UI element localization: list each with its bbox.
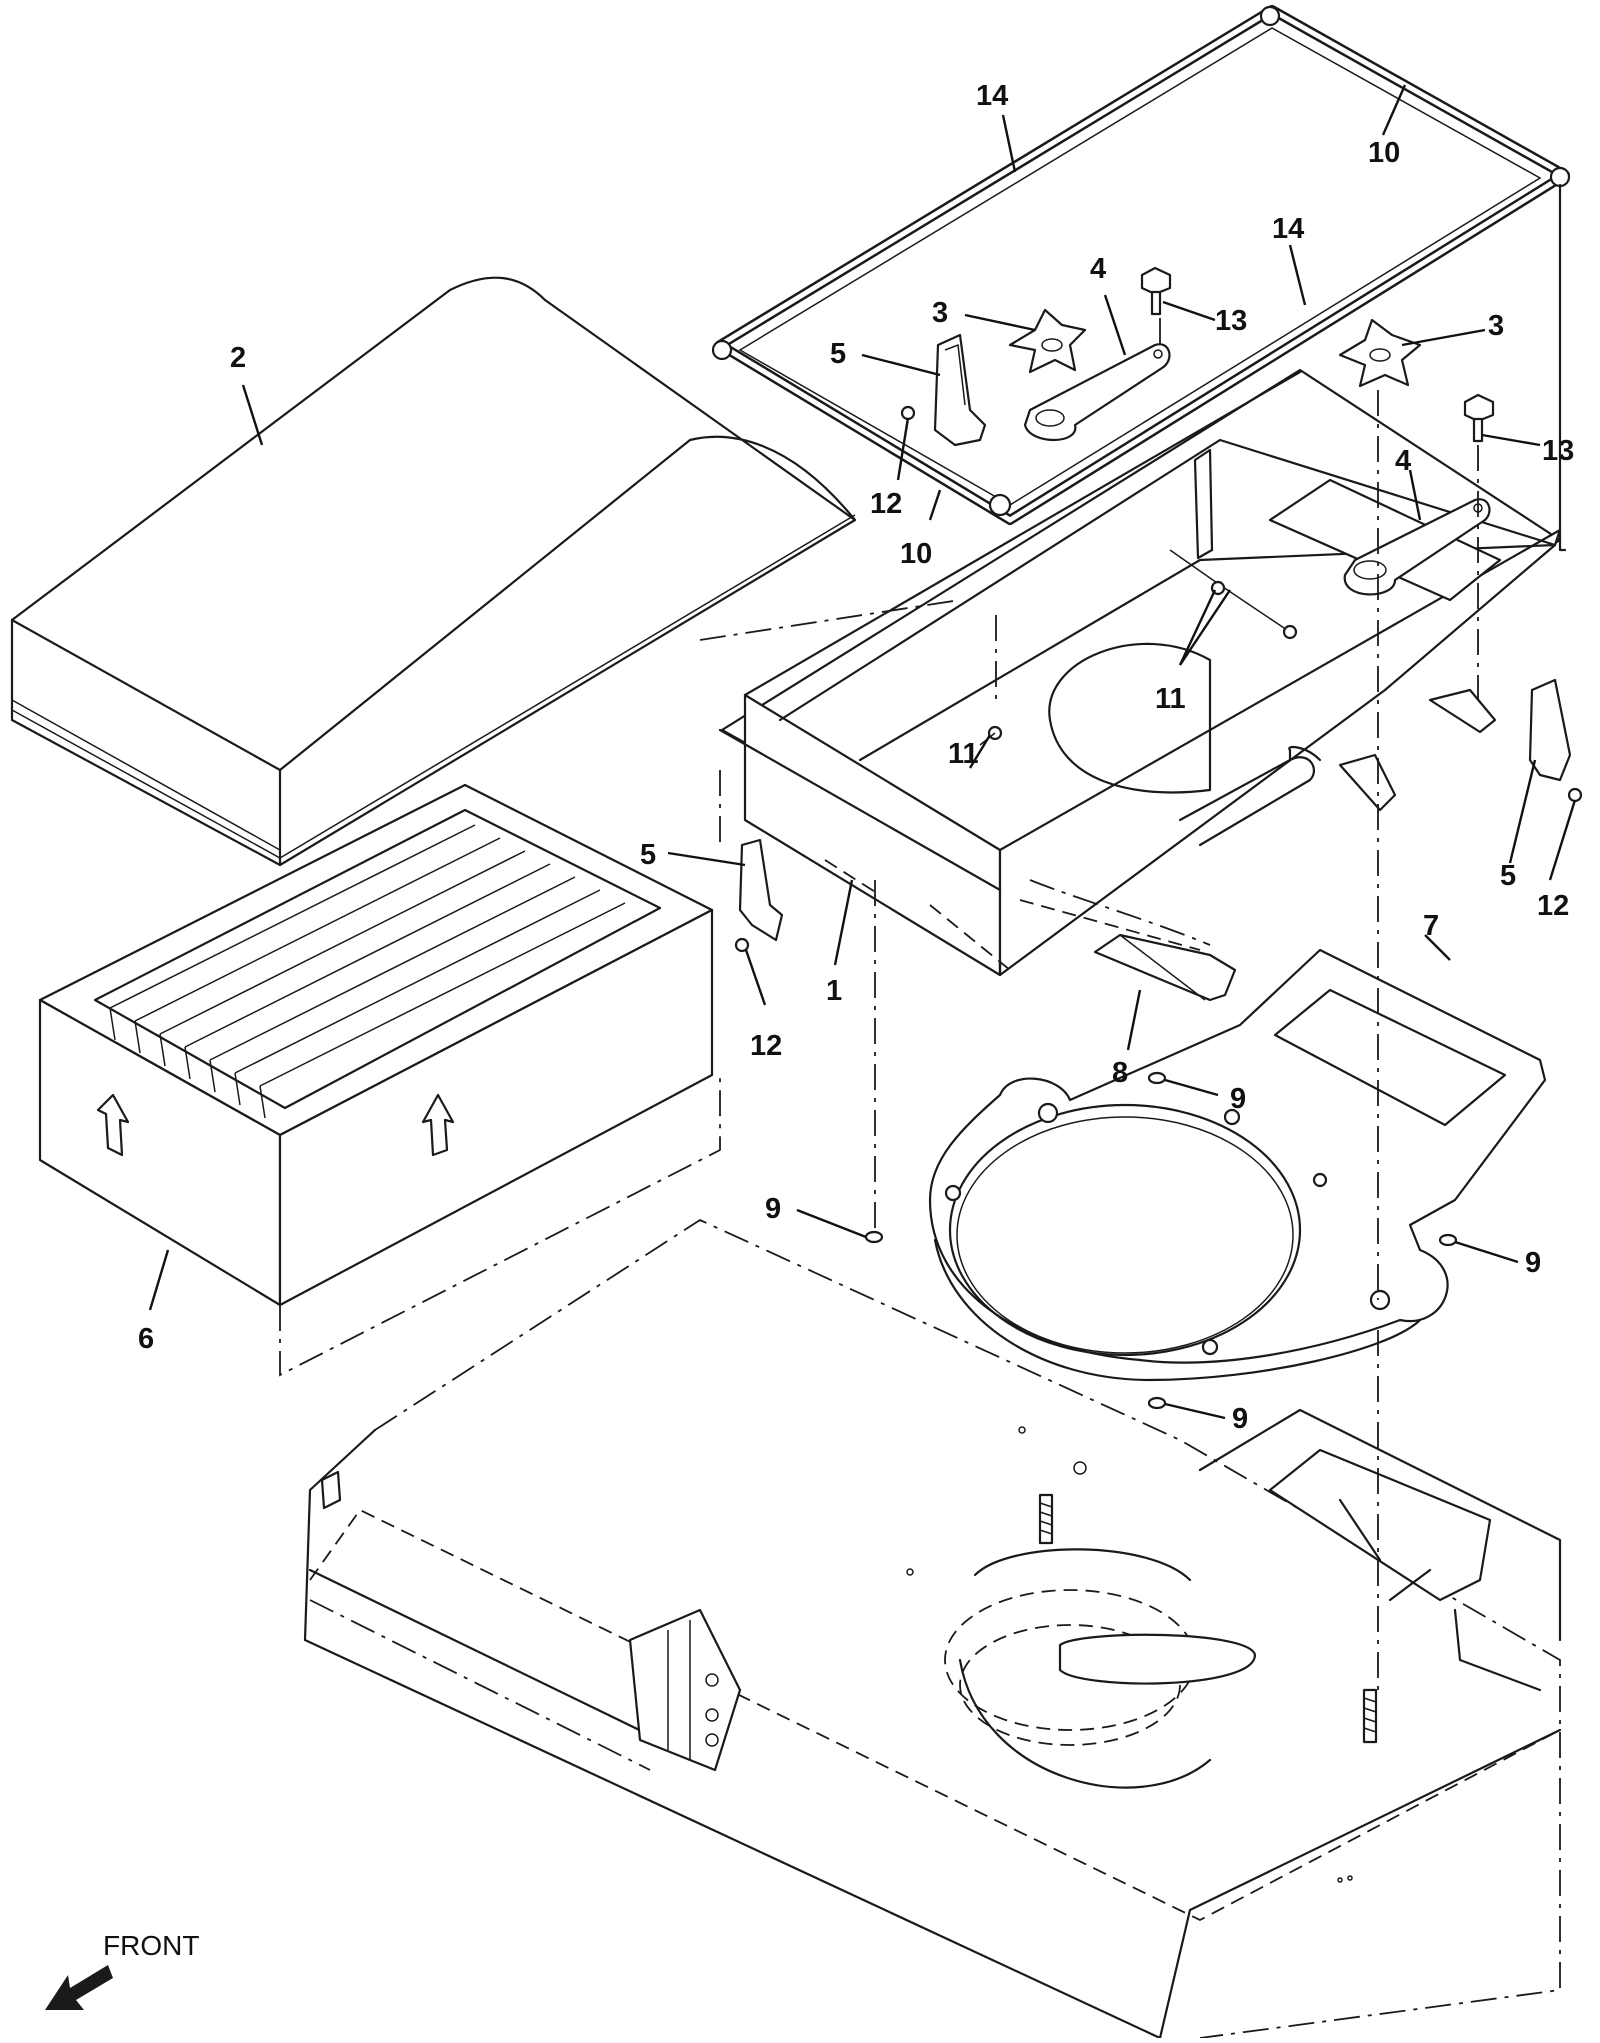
arrow-up-left: [96, 1093, 130, 1157]
callout-numbers: 14 10 14 2 4 3 13 3 5 12 10 13 4 11 11 5…: [138, 80, 1574, 1435]
callout-5-right: 5: [1500, 860, 1516, 892]
bolt-part-13-left: [1140, 266, 1172, 316]
latch-part-5-left: [738, 838, 784, 942]
housing-tray-part-1: [718, 368, 1562, 977]
callout-3-right: 3: [1488, 310, 1504, 342]
screws-part-11: [979, 549, 1298, 746]
callout-5-top: 5: [830, 338, 846, 370]
nuts-part-12: [734, 405, 1583, 953]
callout-12-left: 12: [750, 1030, 782, 1062]
callout-11-center: 11: [1155, 683, 1186, 715]
callout-14-right: 14: [1272, 213, 1304, 245]
callout-2-cover: 2: [230, 342, 246, 374]
callout-9-bottom: 9: [1232, 1403, 1248, 1435]
bar-part-4-left: [1023, 343, 1171, 442]
leader-lines: [148, 84, 1577, 1420]
filter-element-part-6: [38, 783, 721, 1377]
callout-10-left: 10: [900, 538, 932, 570]
knob-part-3-right: [1338, 318, 1422, 388]
callout-13-top: 13: [1215, 305, 1247, 337]
callout-8-decal: 8: [1112, 1057, 1128, 1089]
callout-9-right: 9: [1525, 1247, 1541, 1279]
callout-5-left: 5: [640, 839, 656, 871]
spring-right: [1362, 1688, 1378, 1744]
callout-3-left: 3: [932, 297, 948, 329]
bolt-part-13-right: [1463, 393, 1495, 443]
latch-part-5-top: [933, 333, 987, 447]
callout-10-top-right: 10: [1368, 137, 1400, 169]
callout-4-left: 4: [1090, 253, 1106, 285]
callout-4-right: 4: [1395, 445, 1411, 477]
plugs-part-9: [864, 1071, 1458, 1410]
front-label: FRONT: [103, 1930, 199, 1961]
bar-part-4-right: [1343, 498, 1491, 596]
callout-9-left: 9: [765, 1193, 781, 1225]
callout-13-right: 13: [1542, 435, 1574, 467]
assembly-centerlines: [699, 318, 1479, 1690]
callout-12-right: 12: [1537, 890, 1569, 922]
latch-part-5-right: [1528, 678, 1572, 782]
callout-12-top: 12: [870, 488, 902, 520]
callout-7-gasket: 7: [1423, 910, 1439, 942]
lid-frame-parts-14-10: [711, 5, 1571, 552]
callout-1-housing: 1: [826, 975, 842, 1007]
callout-6-filter: 6: [138, 1323, 154, 1355]
callout-14-top: 14: [976, 80, 1008, 112]
callout-9-top: 9: [1230, 1083, 1246, 1115]
cover-part-2: [10, 276, 857, 867]
gasket-plate-part-7: [928, 948, 1547, 1382]
base-housing: [303, 1218, 1562, 2040]
label-decal-part-8: [1093, 933, 1237, 1002]
spring-left: [1038, 1493, 1054, 1545]
knob-part-3-left: [1008, 308, 1087, 374]
callout-11-left: 11: [948, 738, 979, 770]
arrow-up-right: [421, 1093, 455, 1157]
filter-pleats: [109, 824, 626, 1119]
front-arrow-icon: [45, 1965, 113, 2010]
front-orientation-indicator: FRONT: [45, 1930, 199, 2010]
